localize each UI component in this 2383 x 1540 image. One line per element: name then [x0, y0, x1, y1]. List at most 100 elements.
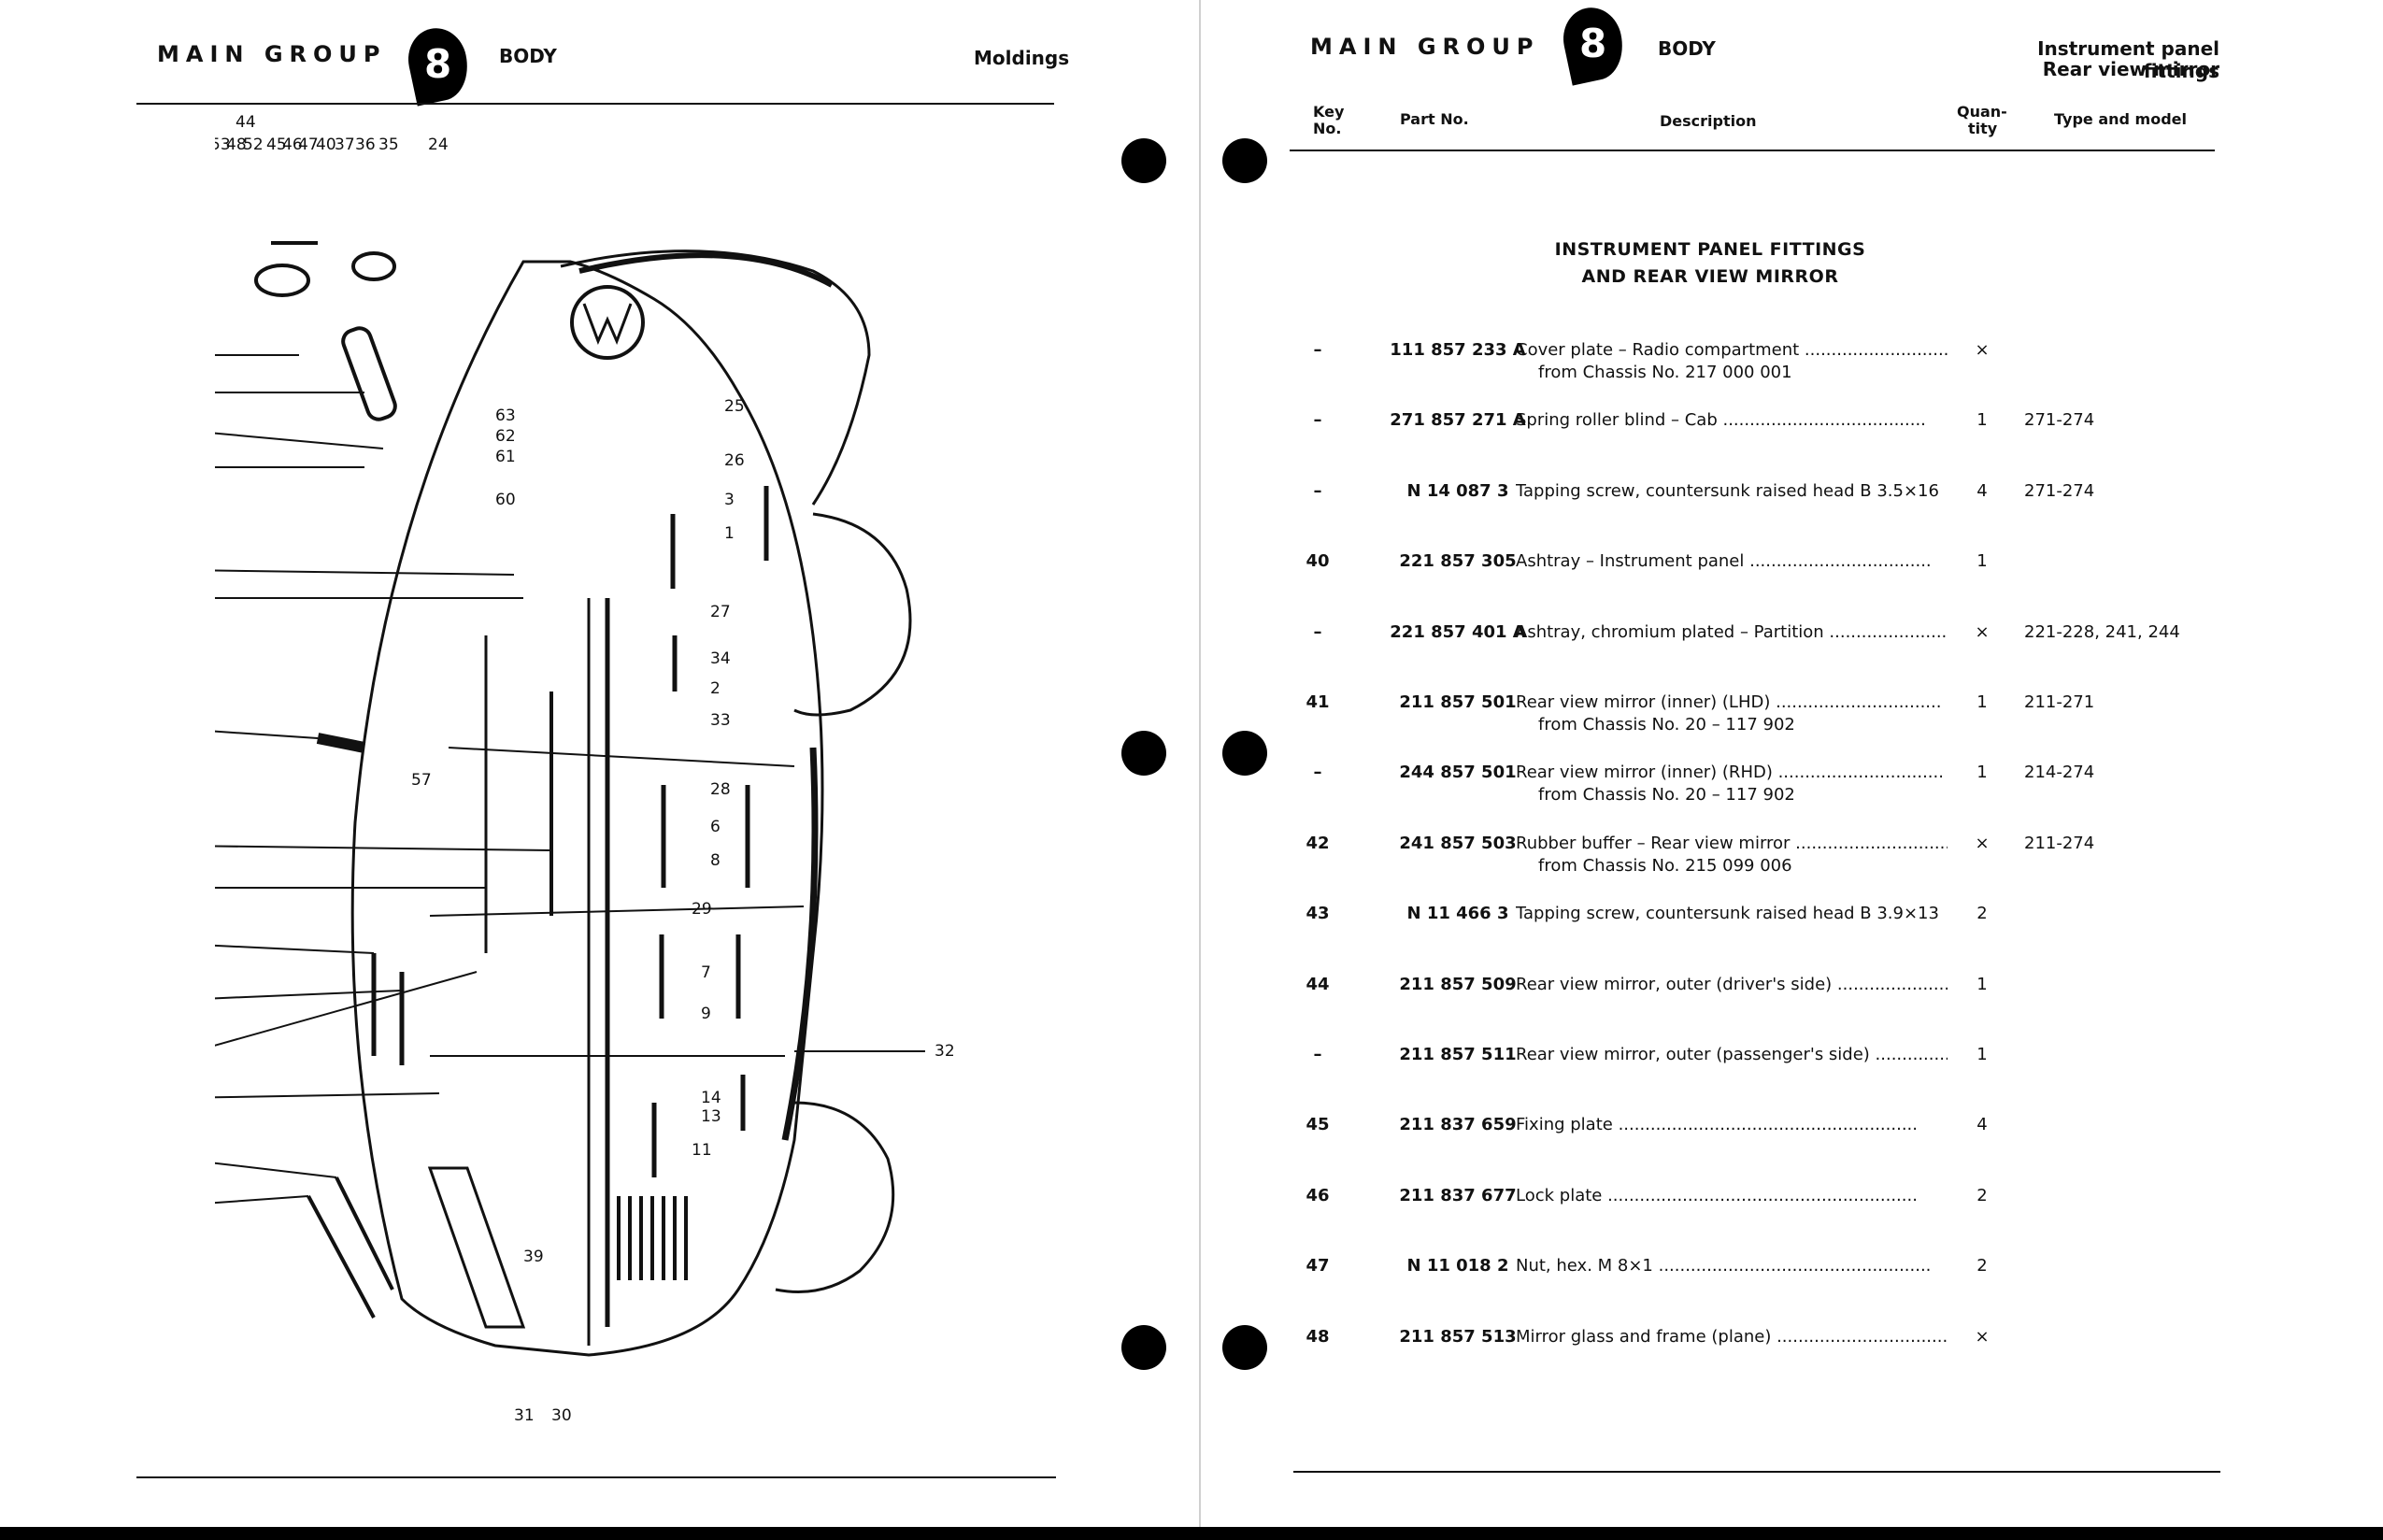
- rod-part-16: [335, 1176, 394, 1290]
- part-description: Tapping screw, countersunk raised head B…: [1516, 481, 1939, 501]
- part-quantity: ×: [1975, 622, 1990, 642]
- part-quantity: 2: [1976, 1186, 1988, 1205]
- part-type-model: 211-274: [2024, 834, 2095, 853]
- part-description: Mirror glass and frame (plane) .........…: [1516, 1327, 1948, 1347]
- right-main-group-label: MAIN GROUP: [1310, 34, 1540, 60]
- part-quantity: 1: [1976, 692, 1988, 712]
- part-description: Ashtray, chromium plated – Partition ...…: [1516, 622, 1948, 642]
- part-number: 221 857 305: [1399, 551, 1517, 571]
- callout-30: 30: [551, 1406, 572, 1425]
- right-section-title-1: Instrument panel fittings: [2037, 37, 2219, 82]
- part-key-no: 42: [1306, 834, 1330, 853]
- left-main-group-label: MAIN GROUP: [157, 41, 387, 67]
- col-key-no-2: No.: [1313, 120, 1342, 137]
- callout-24: 24: [428, 135, 449, 154]
- part-quantity: 1: [1976, 410, 1988, 430]
- callout-29: 29: [692, 900, 712, 919]
- part-number: 244 857 501: [1399, 763, 1517, 782]
- part-quantity: 4: [1976, 481, 1988, 501]
- moldings-diagram: 51 53 48 52 44 45 46 47 40 37 36 35 24 5…: [215, 113, 955, 1425]
- part-number: 271 857 271 A: [1390, 410, 1526, 430]
- part-description: Ashtray – Instrument panel .............…: [1516, 551, 1932, 571]
- callout-7: 7: [701, 963, 711, 982]
- part-number: 211 857 501: [1399, 692, 1517, 712]
- part-quantity: 1: [1976, 763, 1988, 782]
- part-description: Rear view mirror (inner) (RHD) .........…: [1516, 763, 1944, 782]
- part-description: Nut, hex. M 8×1 ........................…: [1516, 1256, 1932, 1276]
- punch-hole-left-bottom: [1121, 1325, 1166, 1370]
- left-footer-rule: [136, 1476, 1056, 1478]
- part-type-model: 221-228, 241, 244: [2024, 622, 2180, 642]
- part-number: 211 857 513: [1399, 1327, 1517, 1347]
- callout-27: 27: [710, 603, 731, 621]
- part-quantity: 2: [1976, 1256, 1988, 1276]
- callout-39: 39: [523, 1248, 544, 1266]
- callout-52: 52: [243, 135, 264, 154]
- part-quantity: ×: [1975, 834, 1990, 853]
- callout-labels: 51 53 48 52 44 45 46 47 40 37 36 35 24 5…: [215, 113, 955, 1425]
- callout-62: 62: [495, 427, 516, 446]
- part-quantity: ×: [1975, 1327, 1990, 1347]
- part-quantity: 4: [1976, 1115, 1988, 1134]
- rear-wheel-arch: [793, 512, 912, 717]
- left-header-rule: [136, 103, 1054, 105]
- part-key-no: –: [1313, 481, 1322, 501]
- part-quantity: ×: [1975, 340, 1990, 360]
- part-key-no: –: [1313, 763, 1322, 782]
- callout-11: 11: [692, 1141, 712, 1160]
- part-description: Fixing plate ...........................…: [1516, 1115, 1918, 1134]
- part-description: Rubber buffer – Rear view mirror .......…: [1516, 834, 1948, 853]
- callout-37: 37: [335, 135, 355, 154]
- kick-plate-31: [427, 1166, 526, 1329]
- part-number: 211 857 509: [1399, 975, 1517, 994]
- right-section-title-2: Rear view mirror: [2042, 58, 2219, 80]
- part-number: N 14 087 3: [1406, 481, 1509, 501]
- outer-mirror-part: [254, 264, 310, 297]
- col-quantity-2: tity: [1968, 120, 1998, 137]
- sun-visor-part: [341, 326, 397, 421]
- part-description: Spring roller blind – Cab ..............…: [1516, 410, 1926, 430]
- callout-48: 48: [226, 135, 247, 154]
- part-key-no: 48: [1306, 1327, 1330, 1347]
- callout-34: 34: [710, 649, 731, 668]
- part-description-note: from Chassis No. 20 – 117 902: [1538, 785, 1795, 805]
- right-header-rule: [1290, 150, 2215, 151]
- punch-hole-left-top: [1121, 138, 1166, 183]
- part-key-no: 41: [1306, 692, 1330, 712]
- callout-2: 2: [710, 679, 721, 698]
- table-title-1: INSTRUMENT PANEL FITTINGS: [1554, 239, 1866, 260]
- callout-9: 9: [701, 1005, 711, 1023]
- part-description-note: from Chassis No. 215 099 006: [1538, 856, 1792, 876]
- col-quantity-1: Quan-: [1957, 103, 2007, 121]
- part-key-no: 46: [1306, 1186, 1330, 1205]
- belt-line: [448, 747, 795, 767]
- callout-40: 40: [316, 135, 336, 154]
- part-key-no: –: [1313, 622, 1322, 642]
- callout-57: 57: [411, 771, 432, 790]
- callout-8: 8: [710, 851, 721, 870]
- part-key-no: –: [1313, 1045, 1322, 1064]
- punch-hole-right-mid: [1222, 731, 1267, 776]
- part-type-model: 211-271: [2024, 692, 2095, 712]
- part-description-note: from Chassis No. 217 000 001: [1538, 363, 1792, 382]
- callout-44: 44: [235, 113, 256, 132]
- part-description: Cover plate – Radio compartment ........…: [1516, 340, 1948, 360]
- body-outline: [350, 260, 824, 1357]
- part-key-no: 40: [1306, 551, 1330, 571]
- part-description: Lock plate .............................…: [1516, 1186, 1918, 1205]
- belt-line-lower: [429, 905, 805, 917]
- vw-emblem: [570, 285, 645, 360]
- part-quantity: 2: [1976, 904, 1988, 923]
- callout-31: 31: [514, 1406, 535, 1425]
- part-type-model: 271-274: [2024, 410, 2095, 430]
- part-key-no: 43: [1306, 904, 1330, 923]
- callout-35: 35: [378, 135, 399, 154]
- left-group-number-badge: 8: [402, 22, 475, 107]
